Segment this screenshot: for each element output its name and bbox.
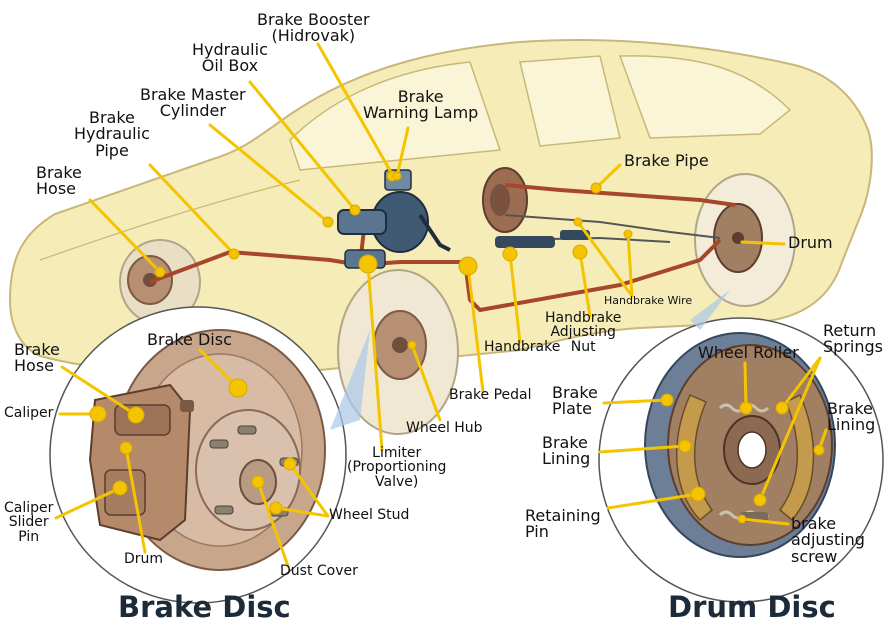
label-wheel-hub: Wheel Hub [406,420,483,436]
label-brake-pipe: Brake Pipe [624,151,709,170]
label-brake-hydraulic-pipe: Brake Hydraulic Pipe [74,108,150,160]
shoe-right [778,393,815,522]
disc-zoom-beam [330,330,370,430]
label-brake-hose-disc: Brake Hose [14,340,60,376]
rear-left-drum [482,167,528,233]
label-limiter: Limiter (Proportioning Valve) [347,445,447,490]
shoe-left [675,394,714,522]
label-brake-booster: Brake Booster (Hidrovak) [257,10,370,46]
label-brake-master-cylinder: Brake Master Cylinder [140,85,246,121]
label-wheel-stud: Wheel Stud [329,507,410,523]
disc-detail [88,329,326,571]
label-caliper: Caliper [4,405,54,421]
handbrake-lever [495,230,590,248]
car-hood-line [39,179,301,261]
label-wheel-roller: Wheel Roller [698,343,799,362]
drum-detail [644,332,836,558]
label-caliper-slider-pin: Caliper Slider Pin [4,500,54,545]
label-dust-cover: Dust Cover [280,563,358,579]
drum-zoom-beam [690,290,730,330]
label-brake-plate: Brake Plate [552,383,598,419]
rear-right-wheel [694,173,796,307]
label-hydraulic-oil-box: Hydraulic Oil Box [192,40,268,76]
leader-lines [54,42,828,568]
label-handbrake: Handbrake [484,339,561,355]
label-handbrake-wire: Handbrake Wire [604,294,693,307]
label-brake-pedal: Brake Pedal [449,387,532,403]
label-brake-disc: Brake Disc [147,330,232,349]
label-drum-disc-part: Drum [124,551,164,567]
leader-dots [89,170,825,524]
label-handbrake-adjusting-nut: Handbrake Adjusting Nut [545,310,622,355]
label-return-springs: Return Springs [823,321,883,357]
caption-drum-disc: Drum Disc [668,590,836,624]
label-brake-lining-left: Brake Lining [542,433,591,469]
car-side-window-rear [618,55,792,139]
label-brake-lining-right: Brake Lining [827,399,876,435]
caption-brake-disc: Brake Disc [118,590,291,624]
car-windshield [289,61,502,171]
car-body [8,39,873,377]
label-retaining-pin: Retaining Pin [525,506,601,542]
front-right-wheel [337,269,459,435]
label-brake-adjusting-screw: brake adjusting screw [791,514,865,566]
label-brake-warning-lamp: Brake Warning Lamp [363,87,479,123]
label-brake-hose-top: Brake Hose [36,163,82,199]
label-drum: Drum [788,233,833,252]
car-side-window-front [519,55,621,147]
